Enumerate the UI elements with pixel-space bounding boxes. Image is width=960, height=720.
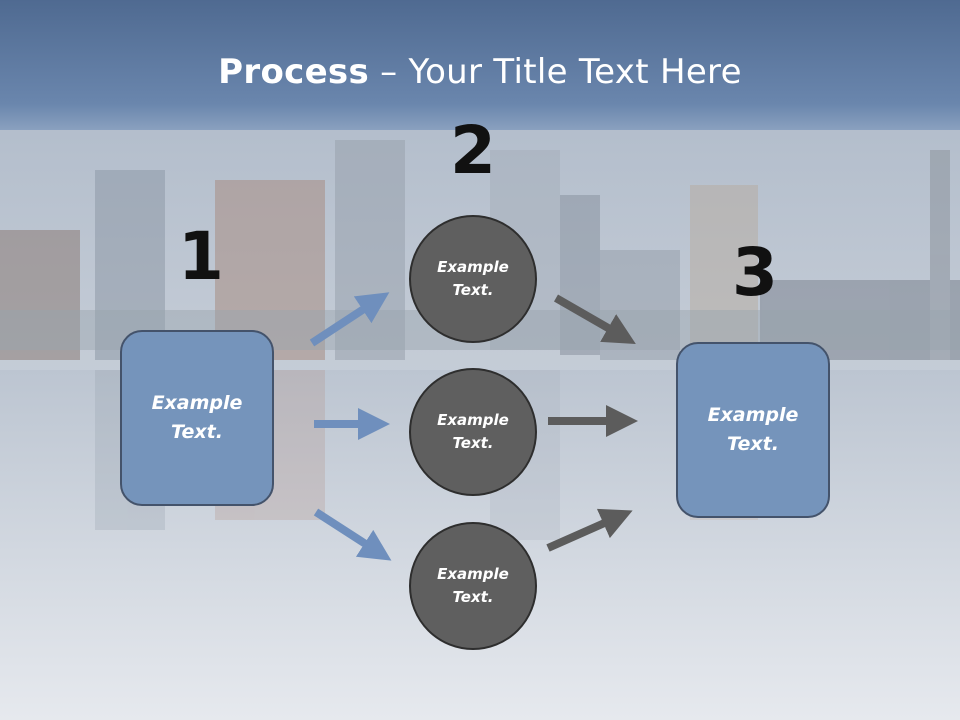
title-rest: – Your Title Text Here bbox=[369, 52, 742, 92]
step-number-3: 3 bbox=[732, 234, 778, 311]
right-box-text: Example Text. bbox=[707, 404, 799, 455]
title-bold: Process bbox=[218, 52, 370, 92]
arrow-left-to-bottom bbox=[313, 508, 392, 561]
page-title: Process – Your Title Text Here bbox=[0, 52, 960, 92]
arrow-bottom-to-right bbox=[546, 508, 633, 552]
right-box: Example Text. bbox=[676, 342, 830, 518]
step-number-2: 2 bbox=[450, 112, 496, 189]
circle-top: Example Text. bbox=[409, 215, 537, 343]
left-box-text: Example Text. bbox=[151, 392, 243, 443]
circle-middle: Example Text. bbox=[409, 368, 537, 496]
arrow-left-to-top bbox=[309, 292, 390, 347]
circle-bottom-text: Example Text. bbox=[437, 565, 509, 606]
circle-middle-text: Example Text. bbox=[437, 411, 509, 452]
left-box: Example Text. bbox=[120, 330, 274, 506]
step-number-1: 1 bbox=[178, 218, 224, 295]
circle-top-text: Example Text. bbox=[437, 258, 509, 299]
arrow-top-to-right bbox=[554, 294, 636, 344]
circle-bottom: Example Text. bbox=[409, 522, 537, 650]
